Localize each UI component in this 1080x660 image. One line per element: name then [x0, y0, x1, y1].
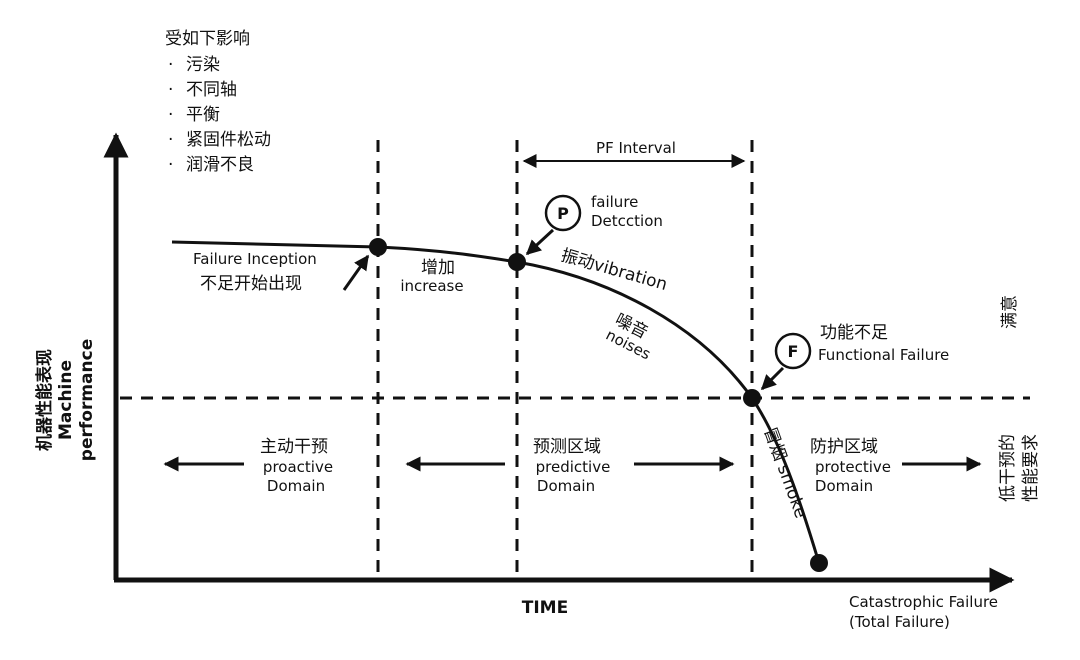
- y-axis-label-en-2: performance: [77, 339, 97, 461]
- influence-item-2: 不同轴: [186, 80, 237, 100]
- catastrophic-label-2: (Total Failure): [849, 613, 950, 631]
- influence-item-1: 污染: [186, 55, 220, 75]
- inception-arrow: [342, 254, 370, 291]
- bullet-4: ·: [168, 130, 173, 150]
- proactive-en-1: proactive: [263, 458, 333, 476]
- bullet-1: ·: [168, 55, 173, 75]
- y-axis-label-cn: 机器性能表现: [34, 349, 55, 451]
- bullet-3: ·: [168, 105, 173, 125]
- influence-item-5: 润滑不良: [186, 155, 254, 175]
- predictive-en-2: Domain: [537, 477, 595, 495]
- p-marker-arrow: [525, 228, 555, 256]
- smoke-label: 冒烟 smoke: [759, 425, 810, 521]
- predictive-en-1: predictive: [536, 458, 611, 476]
- bullet-2: ·: [168, 80, 173, 100]
- inception-label-cn: 不足开始出现: [200, 274, 302, 294]
- pf-interval-label: PF Interval: [596, 139, 676, 157]
- influence-item-3: 平衡: [186, 105, 220, 125]
- pf-curve: [171, 240, 821, 564]
- increase-label-en: increase: [400, 277, 463, 295]
- catastrophic-point: [810, 554, 828, 572]
- f-marker-label-en: Functional Failure: [818, 346, 949, 364]
- f-marker-icon: [774, 332, 812, 370]
- satisfied-label: 满意: [1000, 295, 1020, 329]
- p-point: [508, 253, 526, 271]
- inception-point: [369, 238, 387, 256]
- protective-cn: 防护区域: [810, 437, 878, 457]
- influence-item-4: 紧固件松动: [186, 130, 271, 150]
- influences-title: 受如下影响: [165, 29, 250, 49]
- p-marker-letter: P: [557, 204, 569, 223]
- vibration-label: 振动vibration: [559, 246, 670, 295]
- p-marker-icon: [544, 194, 582, 232]
- proactive-cn: 主动干预: [260, 437, 328, 457]
- influences-list: 受如下影响 · 污染 · 不同轴 · 平衡 · 紧固件松动 · 润滑不良: [165, 29, 271, 175]
- proactive-domain: 主动干预 proactive Domain: [163, 437, 333, 495]
- protective-domain: 防护区域 protective Domain: [810, 437, 982, 495]
- p-marker-label-1: failure: [591, 193, 638, 211]
- inception-label-en: Failure Inception: [193, 250, 317, 268]
- predictive-domain: 预测区域 predictive Domain: [405, 437, 735, 495]
- low-requirement-label-1: 低干预的: [998, 434, 1018, 502]
- y-axis-label-en-1: Machine: [56, 360, 76, 440]
- f-marker-arrow: [760, 366, 785, 391]
- predictive-cn: 预测区域: [533, 437, 601, 457]
- proactive-en-2: Domain: [267, 477, 325, 495]
- p-marker-label-2: Detcction: [591, 212, 663, 230]
- y-axis-label: 机器性能表现 Machine performance: [34, 339, 97, 461]
- f-marker-letter: F: [788, 342, 799, 361]
- catastrophic-label-1: Catastrophic Failure: [849, 593, 998, 611]
- x-axis-label: TIME: [522, 598, 568, 618]
- increase-label-cn: 增加: [421, 258, 455, 278]
- f-point: [743, 389, 761, 407]
- f-marker-label-cn: 功能不足: [820, 323, 888, 343]
- bullet-5: ·: [168, 155, 173, 175]
- protective-en-1: protective: [815, 458, 891, 476]
- protective-en-2: Domain: [815, 477, 873, 495]
- low-requirement-label-2: 性能要求: [1021, 434, 1041, 502]
